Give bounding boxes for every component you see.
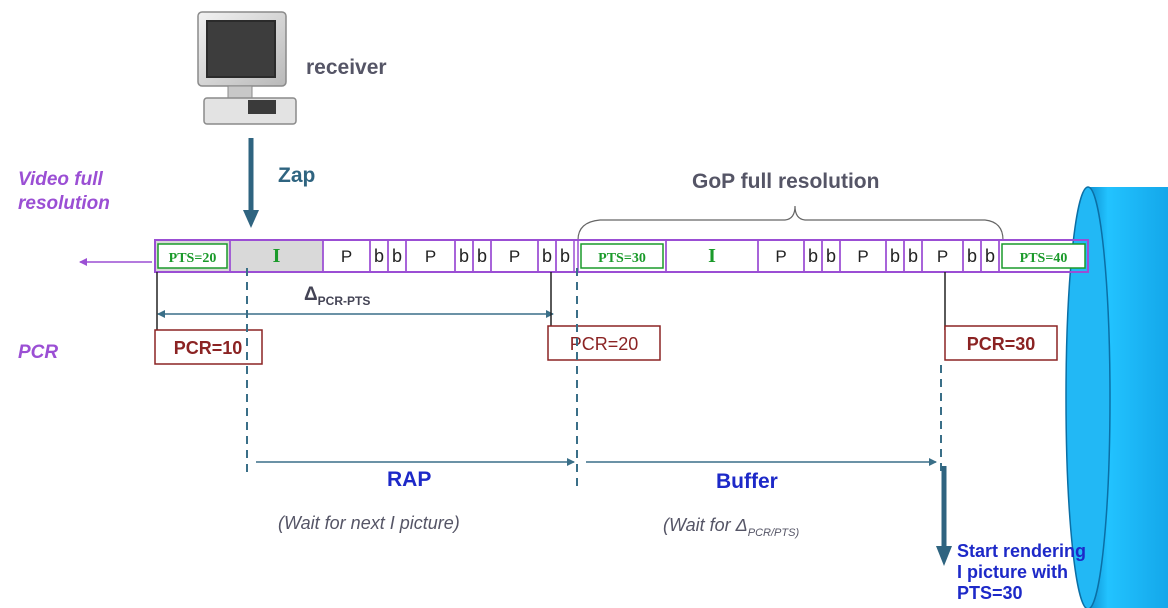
frame-cell xyxy=(998,239,1089,273)
frame-P-label: P xyxy=(509,247,520,266)
pcr30-box xyxy=(944,325,1058,361)
frame-P-label: P xyxy=(775,247,786,266)
receiver-label: receiver xyxy=(306,56,387,79)
frame-b-label: b xyxy=(560,246,570,266)
frame-P-label: P xyxy=(857,247,868,266)
frame-b-label: b xyxy=(392,246,402,266)
zap-label: Zap xyxy=(278,164,316,187)
pcr-side-label: PCR xyxy=(18,342,59,363)
pts-box xyxy=(157,243,228,269)
pcr20-text: PCR=20 xyxy=(570,334,639,354)
pcr30-text: PCR=30 xyxy=(967,334,1036,354)
frame-b-label: b xyxy=(908,246,918,266)
frame-P-label: P xyxy=(341,247,352,266)
frame-b-label: b xyxy=(890,246,900,266)
zap-arrow-head xyxy=(243,210,259,228)
frame-b-label: b xyxy=(808,246,818,266)
frame-b-label: b xyxy=(374,246,384,266)
pts-box xyxy=(1001,243,1086,269)
frame-I-label: I xyxy=(273,245,281,267)
render-arrow-head xyxy=(936,546,952,566)
gop-brace xyxy=(577,205,1004,241)
rap-label: RAP xyxy=(387,468,432,491)
frame-I-label: I xyxy=(708,245,716,267)
frame-b-label: b xyxy=(985,246,995,266)
frame-pts-label: PTS=30 xyxy=(598,251,646,266)
frame-b-label: b xyxy=(967,246,977,266)
frame-b-label: b xyxy=(459,246,469,266)
rap-note: (Wait for next I picture) xyxy=(278,513,460,533)
receiver-icon xyxy=(197,11,297,125)
pcr10-box xyxy=(154,329,263,365)
delta-label: ΔPCR-PTS xyxy=(304,284,371,308)
frame-P-label: P xyxy=(937,247,948,266)
stream-cylinder xyxy=(1065,186,1168,608)
pts-box xyxy=(580,243,664,269)
frame-P-label: P xyxy=(425,247,436,266)
pcr10-text: PCR=10 xyxy=(174,338,243,358)
frame-pts-label: PTS=20 xyxy=(169,251,217,266)
buffer-note: (Wait for ΔPCR/PTS) xyxy=(663,515,800,539)
frame-b-label: b xyxy=(542,246,552,266)
frame-b-label: b xyxy=(477,246,487,266)
start-rendering-label: Start rendering I picture with PTS=30 xyxy=(957,541,1087,603)
frame-pts-label: PTS=40 xyxy=(1020,251,1068,266)
pcr20-box xyxy=(547,325,661,361)
buffer-label: Buffer xyxy=(716,470,778,493)
frame-b-label: b xyxy=(826,246,836,266)
frame-cell xyxy=(555,239,575,273)
video-full-resolution-label: Video full resolution xyxy=(18,169,110,214)
gop-label: GoP full resolution xyxy=(692,170,880,193)
